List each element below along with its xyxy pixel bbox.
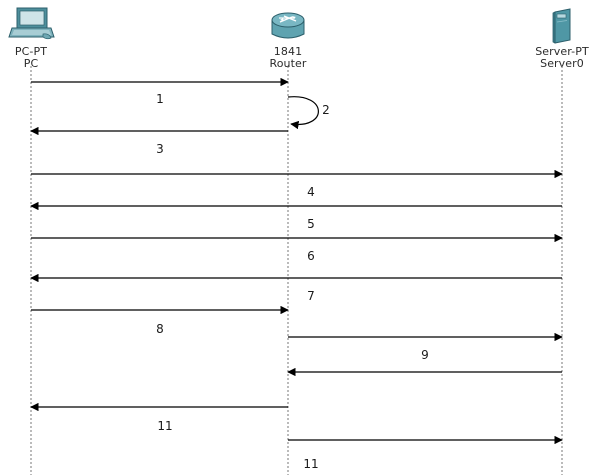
participant-router: 1841 Router (228, 4, 348, 70)
message-arrows-group (30, 77, 563, 445)
message-label: 9 (421, 348, 429, 362)
participant-router-name: Router (269, 57, 307, 70)
message-label: 11 (157, 419, 173, 433)
message-label: 7 (307, 289, 315, 303)
message-label: 11 (303, 457, 319, 471)
message-label: 1 (156, 92, 164, 106)
message-label: 4 (307, 185, 315, 199)
message-label: 5 (307, 217, 315, 231)
lifelines-group (30, 66, 563, 475)
participant-server: Server-PT Server0 (502, 4, 603, 70)
pc-icon (0, 4, 91, 46)
router-icon (228, 4, 348, 46)
participant-pc-name: PC (23, 57, 39, 70)
message-label: 8 (156, 322, 164, 336)
server-icon (502, 4, 603, 46)
message-arrow-self-2 (287, 96, 319, 130)
participant-pc-type: PC-PT (14, 45, 48, 58)
message-label: 2 (322, 103, 330, 117)
message-label: 3 (156, 142, 164, 156)
message-label: 6 (307, 249, 315, 263)
participant-router-type: 1841 (273, 45, 303, 58)
participant-pc: PC-PT PC (0, 4, 91, 70)
participant-server-type: Server-PT (535, 45, 589, 58)
participant-server-name: Server0 (540, 57, 584, 70)
